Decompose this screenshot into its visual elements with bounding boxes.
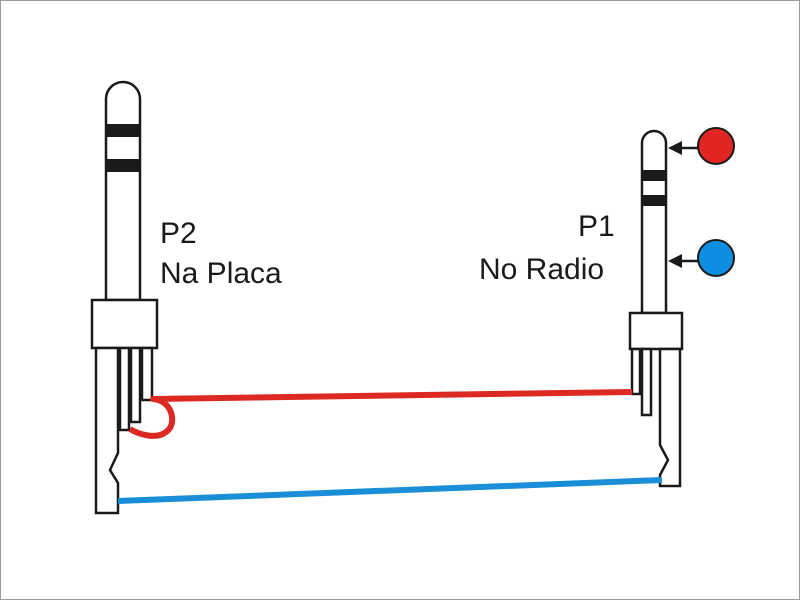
- p2-plug-pin-1: [118, 346, 131, 432]
- red-contact-marker: [668, 127, 735, 165]
- p2-plug-pin-3: [140, 346, 154, 402]
- p2-plug-body: [94, 346, 120, 515]
- red-wire: [128, 389, 633, 439]
- p2-location-label: Na Placa: [160, 257, 282, 290]
- p2-label: P2: [160, 217, 197, 250]
- p2-plug-shaft: [104, 80, 142, 302]
- p2-plug-band-1: [106, 124, 140, 137]
- p1-plug-band-2: [642, 195, 666, 206]
- red-dot: [697, 127, 735, 165]
- blue-contact-marker: [668, 239, 735, 277]
- p1-plug-band-1: [642, 170, 666, 181]
- p1-plug-pin-1: [630, 347, 642, 396]
- p1-plug: [628, 129, 684, 488]
- p1-plug-body: [658, 347, 682, 488]
- p1-plug-collar: [628, 311, 684, 351]
- blue-wire: [117, 477, 663, 504]
- p1-plug-pin-2: [640, 347, 653, 417]
- p1-label: P1: [578, 210, 615, 243]
- p2-plug-band-2: [106, 159, 140, 172]
- p1-plug-shaft: [640, 129, 668, 315]
- p2-plug: [90, 80, 159, 515]
- p2-plug-pin-2: [129, 346, 142, 424]
- p1-location-label: No Radio: [479, 253, 605, 286]
- blue-dot: [697, 239, 735, 277]
- blue-arrow-head-icon: [668, 254, 682, 268]
- p2-plug-collar: [90, 298, 159, 350]
- red-arrow-head-icon: [668, 141, 682, 155]
